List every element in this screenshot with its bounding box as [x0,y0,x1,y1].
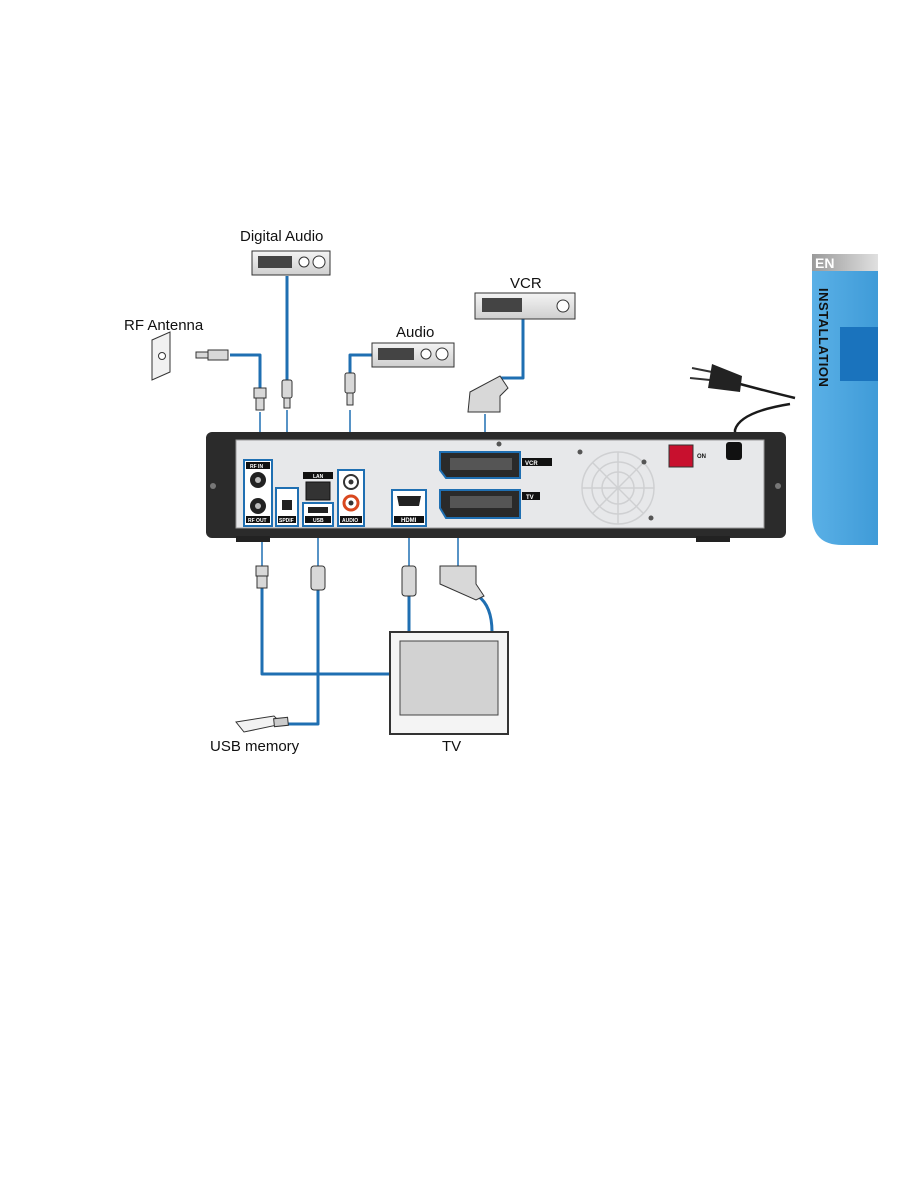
language-badge [812,254,878,271]
spdif-port[interactable] [282,500,292,510]
side-tab: EN INSTALLATION [812,254,878,545]
vcr-scart-label: VCR [525,461,538,467]
hdmi-plug [401,565,417,597]
fan-grille [581,451,655,525]
power-plug [689,364,742,392]
language-label: EN [815,255,834,271]
usb-memory-label: USB memory [210,738,300,755]
rf-out-to-tv-cable [260,588,390,676]
tv-label: TV [442,738,461,755]
usb-label: USB [313,518,324,524]
power-cable [733,402,791,450]
section-label: INSTALLATION [816,288,831,387]
connector-plugs [195,349,509,601]
tv-scart-cable [477,594,494,633]
vcr-label: VCR [510,275,542,292]
rf-port-group [243,459,273,527]
tv-scart-label: TV [526,495,534,501]
side-tab-active-marker [840,327,878,381]
rf-in-label: RF IN [250,464,263,470]
power-switch[interactable] [668,444,694,468]
optical-plug [281,379,293,409]
vcr-cable [500,318,525,380]
usb-port[interactable] [308,507,328,513]
usb-plug [310,565,326,591]
chassis-foot-right [696,536,730,542]
audio-plug [344,372,356,406]
digital-audio-label: Digital Audio [240,228,323,245]
power-plug-cable [739,382,796,400]
audio-receiver [371,342,455,368]
spdif-label: SPDIF [279,518,294,524]
rf-plug-top [253,387,267,411]
chassis-foot-left [236,536,270,542]
hdmi-port[interactable] [397,496,421,506]
audio-port-label: AUDIO [342,518,358,524]
wall-antenna-socket [151,331,171,381]
usb-memory-stick [235,715,289,733]
tv-set [389,631,509,735]
rf-out-label: RF OUT [248,518,267,524]
audio-label: Audio [396,324,434,341]
antenna-plug [195,349,229,361]
digital-audio-receiver [251,250,331,276]
power-inlet [726,442,742,460]
power-switch-label: ON [697,454,706,460]
rf-antenna-label: RF Antenna [124,317,204,334]
set-top-box: RF IN RF OUT SPDIF LAN USB AUDIO HDMI [206,432,786,542]
lan-label: LAN [313,474,324,480]
usb-cable [288,590,320,726]
antenna-cable [230,353,262,390]
tv-scart-plug [439,565,485,601]
hdmi-label: HDMI [401,518,417,524]
vcr-device [474,292,576,320]
lan-port[interactable] [305,481,331,501]
vcr-scart-plug [467,375,509,413]
rf-plug-bottom [255,565,269,589]
